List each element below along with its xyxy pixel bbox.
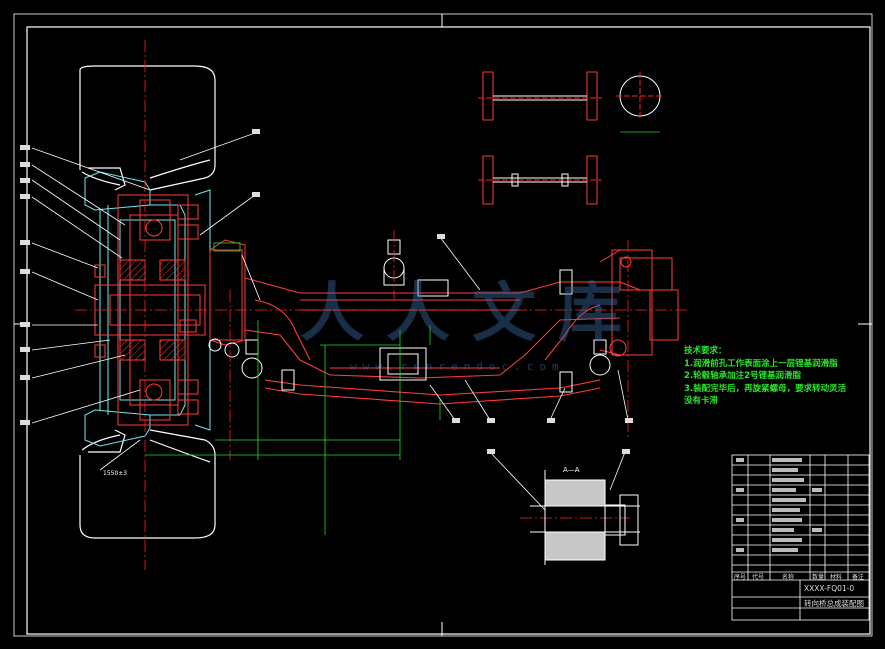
title-block-fills bbox=[736, 458, 822, 552]
dimension-label: 1550±3 bbox=[103, 470, 127, 477]
tb-header-name: 名称 bbox=[782, 574, 795, 581]
note-item: 2.轮毂轴承加注2号锂基润滑脂 bbox=[684, 371, 802, 381]
notes-heading: 技术要求： bbox=[684, 346, 727, 356]
hub-assembly bbox=[94, 194, 246, 426]
tb-header-code: 代号 bbox=[752, 574, 765, 581]
tire-outline bbox=[79, 65, 216, 539]
section-label: A—A bbox=[563, 466, 580, 474]
note-item: 1.润滑前孔工作表面涂上一层锂基润滑脂 bbox=[684, 358, 838, 369]
tb-header-material: 材料 bbox=[830, 574, 843, 581]
steering-knuckle-right bbox=[599, 249, 679, 357]
watermark-url: www.renrendoc.com bbox=[350, 360, 565, 373]
schematic-top-view bbox=[478, 71, 664, 205]
tb-header-remark: 备注 bbox=[852, 574, 865, 581]
title-block bbox=[731, 454, 870, 621]
section-a-a bbox=[530, 470, 640, 565]
watermark-logo: 人人文库 bbox=[300, 277, 644, 351]
note-item: 没有卡滞 bbox=[684, 396, 719, 406]
note-item: 3.装配完毕后，再旋紧螺母，要求转动灵活 bbox=[684, 383, 847, 394]
tb-drawing-name: 转向桥总成装配图 bbox=[804, 599, 864, 608]
technical-requirements: 技术要求： 1.润滑前孔工作表面涂上一层锂基润滑脂 2.轮毂轴承加注2号锂基润滑… bbox=[684, 345, 864, 408]
center-lines bbox=[75, 40, 690, 570]
tb-header-qty: 数量 bbox=[812, 574, 825, 581]
leader-lines bbox=[31, 132, 629, 511]
dimension-lines bbox=[145, 131, 660, 535]
tb-drawing-no: XXXX-FQ01-0 bbox=[804, 584, 855, 593]
tb-header-no: 序号 bbox=[734, 574, 747, 581]
part-number-tags bbox=[20, 129, 633, 454]
